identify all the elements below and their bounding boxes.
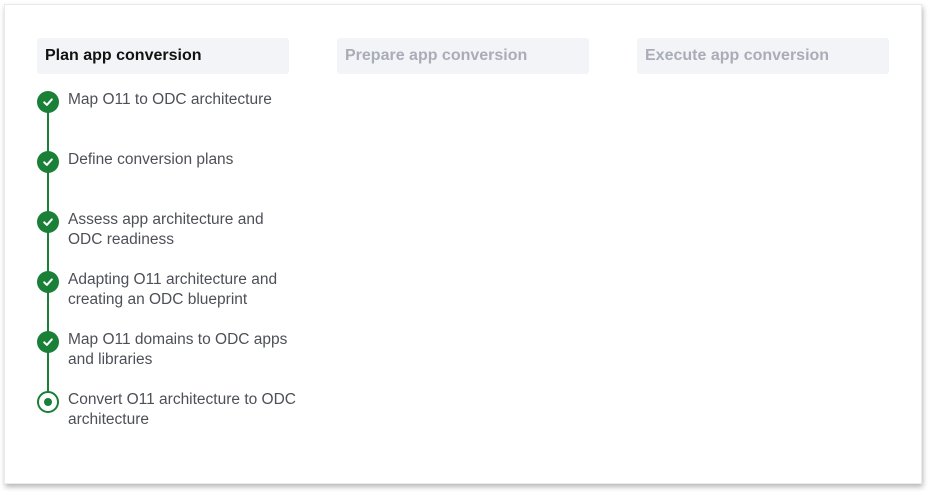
phase-tab-execute-app-conversion[interactable]: Execute app conversion <box>637 38 889 74</box>
step-label: Assess app architecture and ODC readines… <box>68 211 264 248</box>
conversion-progress-card: Plan app conversion Prepare app conversi… <box>4 4 922 484</box>
step-timeline: Map O11 to ODC architecture Define conve… <box>37 90 297 450</box>
check-circle-icon <box>37 211 59 233</box>
step-item[interactable]: Assess app architecture and ODC readines… <box>37 210 297 260</box>
phase-tab-plan-app-conversion[interactable]: Plan app conversion <box>37 38 289 74</box>
step-label: Define conversion plans <box>68 151 234 168</box>
timeline-connector-line <box>47 102 49 402</box>
check-circle-icon <box>37 91 59 113</box>
current-step-icon <box>37 391 59 413</box>
phase-tab-prepare-app-conversion[interactable]: Prepare app conversion <box>337 38 589 74</box>
step-label: Map O11 to ODC architecture <box>68 91 272 108</box>
step-item[interactable]: Define conversion plans <box>37 150 297 200</box>
step-label: Adapting O11 architecture and creating a… <box>68 271 278 308</box>
phase-label: Execute app conversion <box>645 47 830 64</box>
phase-label: Plan app conversion <box>45 47 202 64</box>
step-label: Convert O11 architecture to ODC architec… <box>68 391 296 428</box>
step-item-current[interactable]: Convert O11 architecture to ODC architec… <box>37 390 297 440</box>
check-circle-icon <box>37 331 59 353</box>
step-item[interactable]: Map O11 to ODC architecture <box>37 90 297 140</box>
step-item[interactable]: Map O11 domains to ODC apps and librarie… <box>37 330 297 380</box>
current-step-dot <box>44 398 52 406</box>
phase-label: Prepare app conversion <box>345 47 528 64</box>
check-circle-icon <box>37 271 59 293</box>
check-circle-icon <box>37 151 59 173</box>
step-label: Map O11 domains to ODC apps and librarie… <box>68 331 288 368</box>
step-item[interactable]: Adapting O11 architecture and creating a… <box>37 270 297 320</box>
